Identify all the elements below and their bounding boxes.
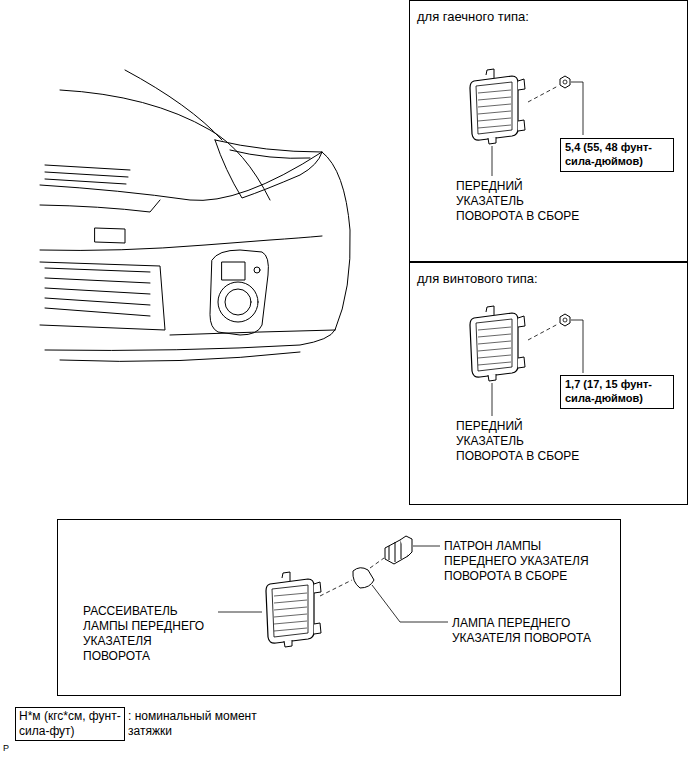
part-name: ПЕРЕДНИЙ УКАЗАТЕЛЬ ПОВОРОТА В СБОРЕ <box>455 179 585 224</box>
box-text: Н*м (кгс*см, фунт-сила-фут) <box>19 709 121 739</box>
part-name: ПЕРЕДНИЙ УКАЗАТЕЛЬ ПОВОРОТА В СБОРЕ <box>455 419 585 464</box>
variant-panel: для винтового типа: 1,7 (17, 15 фунт-сила… <box>409 262 688 505</box>
torque-box: 1,7 (17, 15 фунт-сила-дюймов) <box>560 375 674 409</box>
legend-sample-box: Н*м (кгс*см, фунт-сила-фут) <box>15 707 125 741</box>
part-name: ЛАМПА ПЕРЕДНЕГО УКАЗАТЕЛЯ ПОВОРОТА <box>451 616 603 646</box>
box-text: 5,4 (55, 48 фунт-сила-дюймов) <box>565 141 669 169</box>
box-text: 1,7 (17, 15 фунт-сила-дюймов) <box>565 378 669 406</box>
figure-code: P <box>2 743 24 754</box>
legend-text: : номинальный момент затяжки <box>127 709 269 739</box>
part-name: РАССЕИВАТЕЛЬ ЛАМПЫ ПЕРЕДНЕГО УКАЗАТЕЛЯ П… <box>82 604 218 664</box>
part-name: ПАТРОН ЛАМПЫ ПЕРЕДНЕГО УКАЗАТЕЛЯ ПОВОРОТ… <box>443 539 610 584</box>
torque-box: 5,4 (55, 48 фунт-сила-дюймов) <box>560 138 674 172</box>
panel-heading: для гаечного типа: <box>417 9 529 24</box>
panel-heading: для винтового типа: <box>417 271 538 286</box>
